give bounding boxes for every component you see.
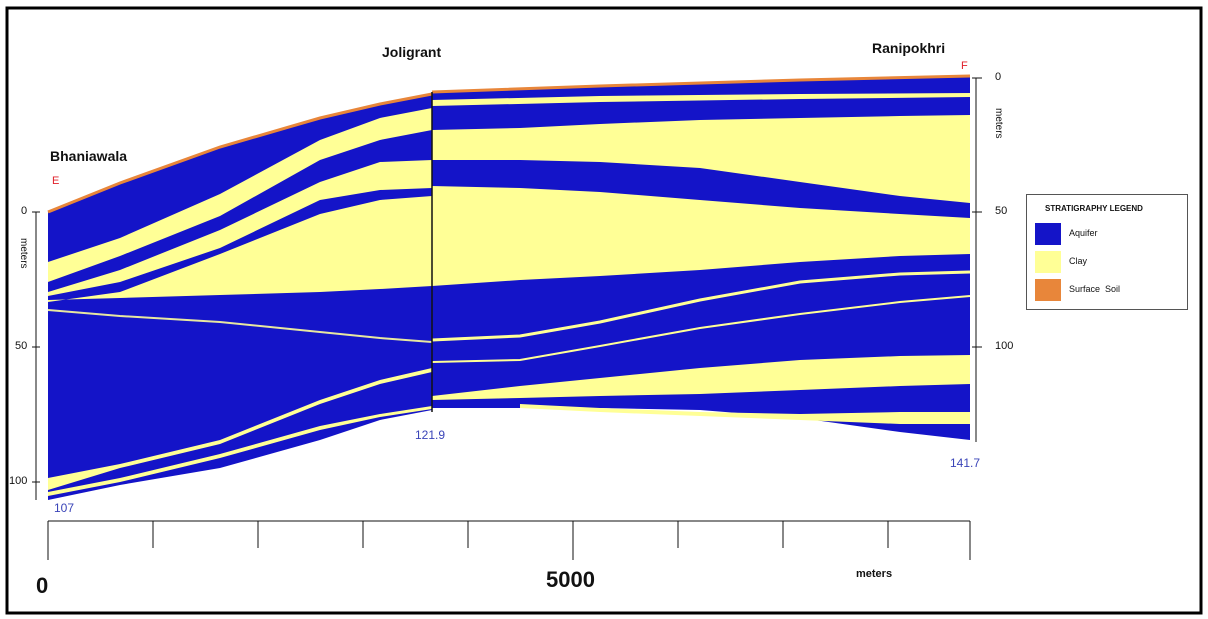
layer-boundary <box>47 309 433 343</box>
clay-layer <box>520 404 970 424</box>
distance-axis <box>47 520 971 560</box>
aquifer-swatch <box>1035 223 1061 245</box>
surface-soil-layer <box>47 92 433 214</box>
well-name-joligrant: Joligrant <box>382 44 442 60</box>
stratigraphy-legend: STRATIGRAPHY LEGEND Aquifer Clay Surface… <box>1026 194 1188 310</box>
left-tick-100: 100 <box>9 475 28 487</box>
clay-layer <box>432 355 970 400</box>
surface-soil-swatch <box>1035 279 1061 301</box>
clay-swatch <box>1035 251 1061 273</box>
depth-ranipokhri: 141.7 <box>950 456 981 470</box>
well-name-ranipokhri: Ranipokhri <box>872 40 946 56</box>
clay-layer <box>432 115 970 203</box>
left-axis-unit: meters <box>18 238 29 269</box>
clay-layer <box>432 93 970 106</box>
clay-layer <box>48 368 432 490</box>
right-tick-0: 0 <box>995 71 1002 83</box>
left-tick-50: 50 <box>15 340 28 352</box>
figure-border <box>5 6 1203 615</box>
depth-bhaniawala: 107 <box>54 501 75 515</box>
clay-layer <box>48 196 432 302</box>
clay-layer <box>48 108 432 282</box>
right-tick-50: 50 <box>995 205 1008 217</box>
clay-layer <box>431 270 971 342</box>
right-axis-unit: meters <box>993 108 1004 139</box>
right-depth-axis <box>972 77 982 442</box>
legend-label-surface-soil: Surface Soil <box>1069 284 1121 294</box>
depth-joligrant: 121.9 <box>415 428 446 442</box>
distance-mid-label: 5000 <box>546 567 595 592</box>
distance-start-label: 0 <box>36 573 49 598</box>
clay-layer <box>432 186 970 286</box>
right-section <box>431 74 971 440</box>
clay-layer <box>48 406 432 496</box>
legend-label-clay: Clay <box>1069 256 1088 266</box>
well-code-f: F <box>961 60 968 72</box>
left-tick-0: 0 <box>21 205 28 217</box>
legend-label-aquifer: Aquifer <box>1069 228 1098 238</box>
legend-title: STRATIGRAPHY LEGEND <box>1045 204 1143 213</box>
well-name-bhaniawala: Bhaniawala <box>50 148 128 164</box>
distance-unit-label: meters <box>856 568 893 580</box>
clay-layer <box>431 295 971 363</box>
well-code-e: E <box>52 175 60 187</box>
left-depth-axis <box>32 211 40 500</box>
right-tick-100: 100 <box>995 340 1014 352</box>
left-section <box>47 92 433 500</box>
clay-layer <box>48 160 432 296</box>
surface-soil-layer <box>431 74 971 94</box>
